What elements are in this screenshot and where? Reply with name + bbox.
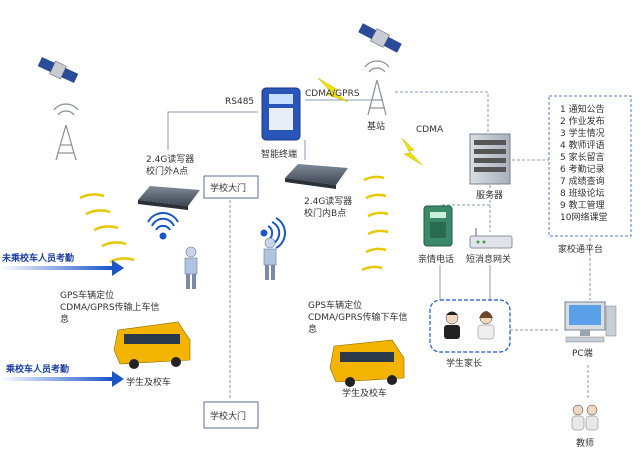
- sms-gateway-icon: [469, 228, 513, 249]
- parents-group-box: [429, 299, 511, 353]
- student-figure-outer: [184, 246, 198, 289]
- school-platform-label: 家校通平台: [558, 243, 603, 255]
- reader-outer-label-2: 校门外A点: [146, 165, 188, 177]
- sms-gateway-label: 短消息网关: [466, 253, 511, 265]
- parent-avatar-male: [444, 311, 460, 339]
- smart-terminal-icon: [261, 87, 301, 141]
- gps-right-line-2: CDMA/GPRS传输下车信: [308, 311, 408, 323]
- menu-item-7: 7 成绩查询: [560, 175, 605, 187]
- school-bus-right: [329, 339, 405, 387]
- rs485-line-outer: [167, 111, 258, 150]
- school-gate-top-box: [203, 175, 259, 199]
- teacher-avatar: [571, 404, 599, 431]
- server-icon: [469, 133, 511, 185]
- teacher-label: 教师: [576, 437, 594, 449]
- menu-item-2: 2 作业发布: [560, 115, 605, 127]
- menu-item-5: 5 家长留言: [560, 151, 605, 163]
- bus-left-caption: 学生及校车: [126, 376, 171, 388]
- parent-avatar-female: [477, 311, 495, 340]
- lightning-icon-cdma: [401, 137, 423, 166]
- satellite-icon-left: [37, 57, 79, 83]
- signal-icon-outer: [147, 212, 179, 240]
- menu-item-8: 8 班级论坛: [560, 187, 605, 199]
- cdma-label: CDMA: [416, 125, 444, 135]
- base-station-label: 基站: [367, 120, 385, 132]
- reader-icon-inner: [285, 164, 348, 189]
- gps-left-line-1: GPS车辆定位: [60, 289, 114, 301]
- menu-item-10: 10网络课堂: [560, 211, 607, 223]
- wave-arcs-right: [361, 175, 389, 272]
- student-figure-inner: [263, 237, 277, 280]
- base-platform-dash: [395, 91, 489, 135]
- menu-item-4: 4 教师评语: [560, 139, 605, 151]
- rs485-label: RS485: [225, 97, 254, 107]
- parents-label: 学生家长: [446, 357, 482, 369]
- gps-left-line-2: CDMA/GPRS传输上车信: [60, 301, 160, 313]
- gps-left-line-3: 息: [60, 313, 69, 325]
- school-bus-left: [113, 321, 191, 369]
- reader-outer-label-1: 2.4G读写器: [146, 153, 194, 165]
- server-label: 服务器: [476, 189, 503, 201]
- pc-label: PC端: [572, 347, 593, 359]
- family-phone-label: 亲情电话: [418, 253, 454, 265]
- tower-icon-left: [53, 103, 79, 161]
- satellite-icon-right: [358, 23, 402, 53]
- reader-icon-outer: [138, 186, 200, 210]
- cdma-gprs-label: CDMA/GPRS: [305, 89, 360, 99]
- menu-item-1: 1 通知公告: [560, 103, 605, 115]
- phone-icon: [423, 205, 453, 247]
- pc-icon: [564, 301, 617, 343]
- gps-right-line-1: GPS车辆定位: [308, 299, 362, 311]
- school-gate-bottom-label: 学校大门: [210, 410, 246, 422]
- platform-menu-box: [548, 95, 632, 237]
- menu-item-6: 6 考勤记录: [560, 163, 605, 175]
- wave-arcs-left: [79, 193, 135, 264]
- gps-right-line-3: 息: [308, 323, 317, 335]
- arrow-top-label: 未乘校车人员考勤: [1, 252, 74, 264]
- lightning-icon-gprs: [317, 77, 349, 103]
- school-gate-bottom-box: [203, 401, 259, 429]
- tower-icon-base-station: [364, 60, 390, 116]
- arrow-unboarded-attendance: [0, 260, 124, 276]
- smart-terminal-label: 智能终端: [261, 148, 297, 160]
- arrow-bottom-label: 乘校车人员考勤: [5, 363, 69, 375]
- reader-inner-label-1: 2.4G读写器: [304, 195, 352, 207]
- reader-inner-label-2: 校门内B点: [304, 207, 346, 219]
- bus-right-caption: 学生及校车: [342, 387, 387, 399]
- menu-item-9: 9 教工管理: [560, 199, 605, 211]
- arrow-boarded-attendance: [0, 371, 124, 387]
- school-gate-top-label: 学校大门: [210, 182, 246, 194]
- menu-item-3: 3 学生情况: [560, 127, 605, 139]
